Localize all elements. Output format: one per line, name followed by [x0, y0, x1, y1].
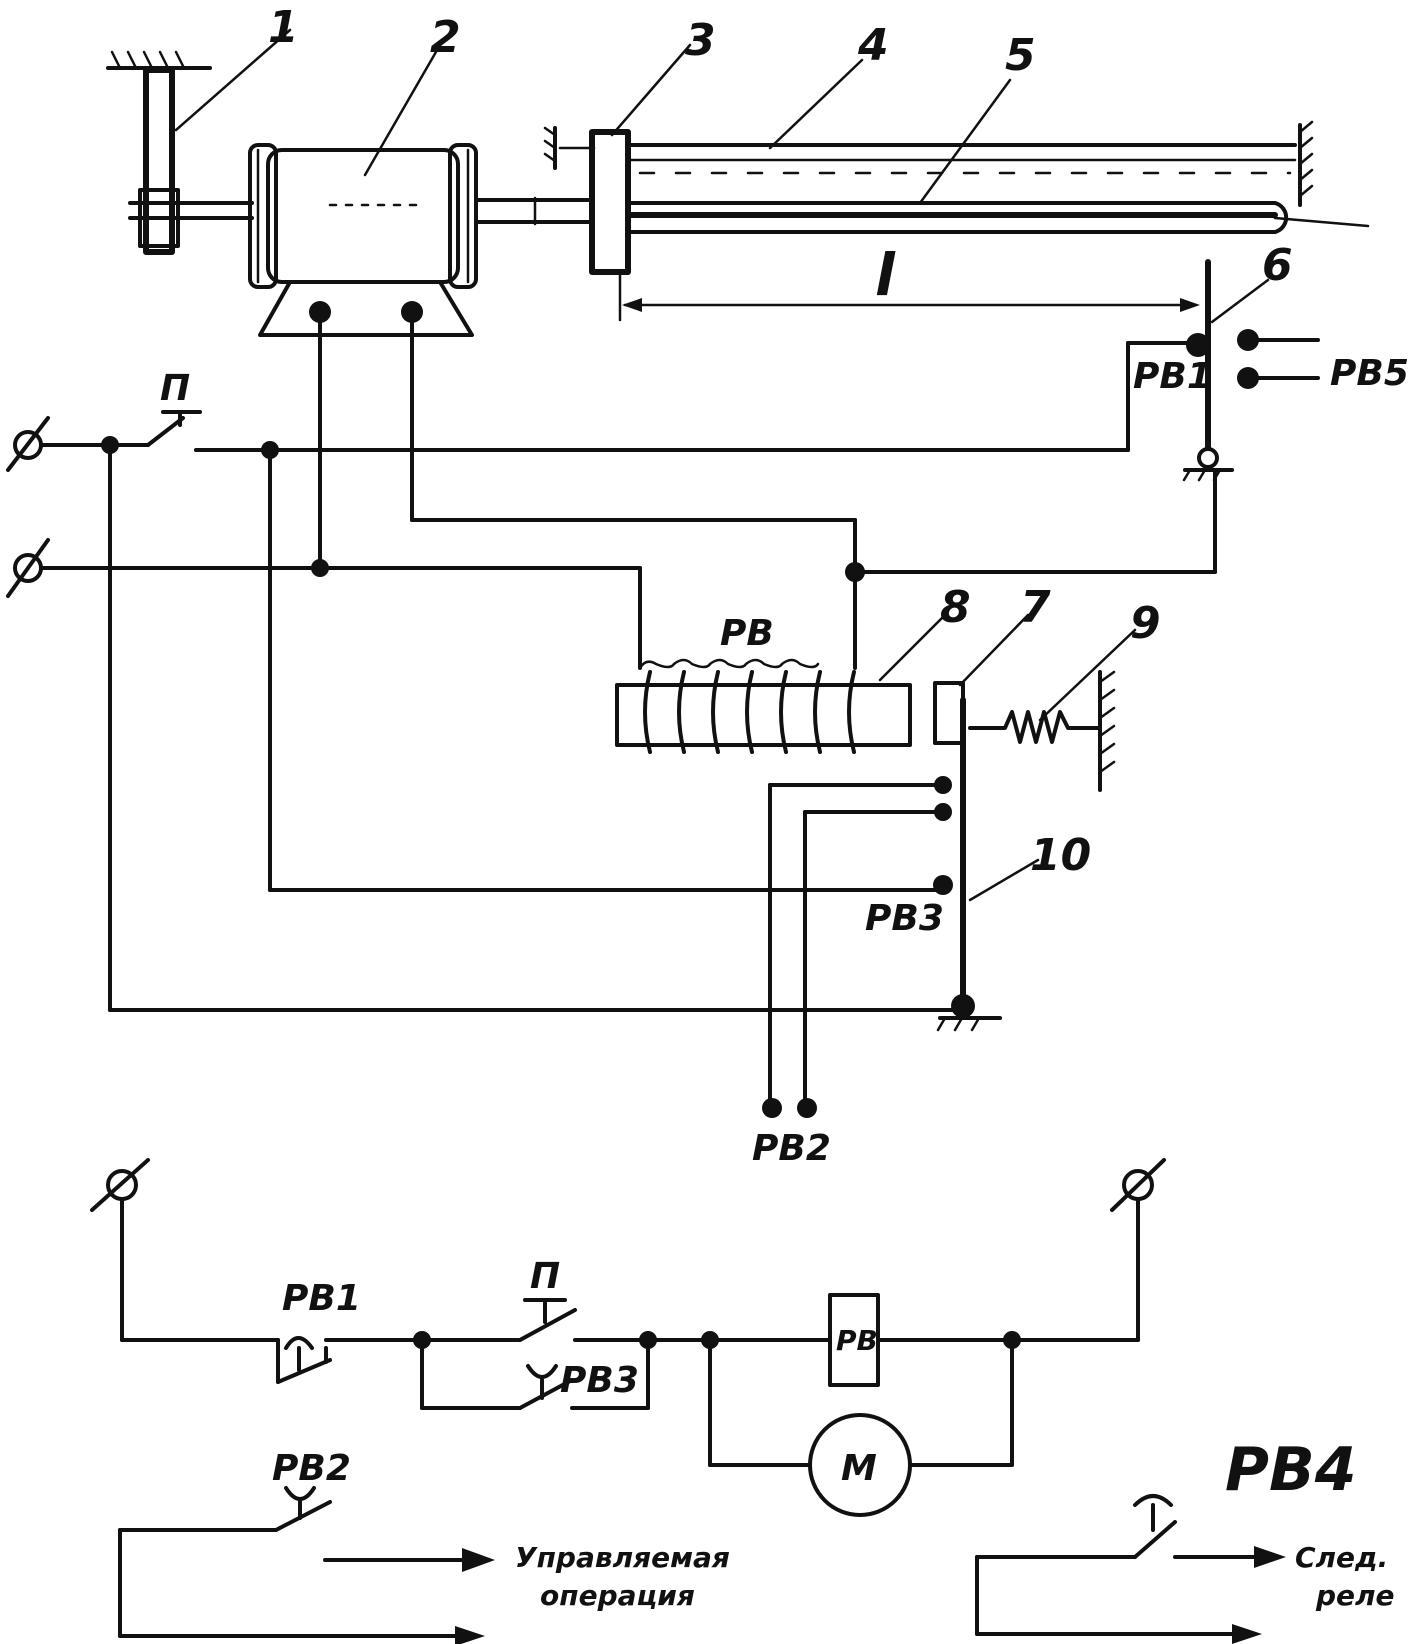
label-switch-p-bottom: П [530, 1256, 560, 1297]
label-part-10: 10 [1030, 830, 1091, 881]
switch-p-lower [518, 1298, 577, 1342]
caption-next-1: След. [1295, 1541, 1388, 1574]
label-rv2-top: РВ2 [752, 1128, 831, 1169]
label-part-4: 4 [857, 20, 889, 71]
label-part-2: 2 [430, 12, 461, 63]
label-rv3-bottom: РВ3 [560, 1360, 639, 1401]
rv2-leads [762, 783, 936, 1118]
length-dimension [618, 273, 1200, 322]
caption-next-2: реле [1315, 1579, 1395, 1612]
label-rv3-top: РВ3 [865, 898, 944, 939]
label-relay-coil: РВ [720, 613, 774, 654]
label-part-9: 9 [1130, 598, 1161, 649]
label-rv1-bottom: РВ1 [282, 1278, 361, 1319]
wall-bracket-part-1 [106, 28, 292, 255]
label-part-3: 3 [685, 15, 716, 66]
relay-box [828, 1293, 880, 1387]
label-switch-p-top: П [160, 368, 190, 409]
contact-rv1-lower [276, 1336, 332, 1384]
contact-lever-part-10 [933, 697, 1040, 1032]
tube-part-4 [626, 58, 1314, 207]
motor-body-part-2 [248, 43, 478, 337]
label-part-8: 8 [940, 582, 971, 633]
label-length: l [875, 241, 896, 309]
switch-p-upper [146, 410, 202, 447]
lower-circuit [90, 1158, 1286, 1644]
mechanical-assembly [106, 28, 1370, 482]
label-rv2-bottom: РВ2 [272, 1448, 351, 1489]
motor-symbol [808, 1413, 912, 1517]
labels: 1 2 3 4 5 6 7 8 9 10 l РВ1 РВ5 П РВ РВ3 … [160, 2, 1409, 1612]
label-rv4: РВ4 [1225, 1435, 1356, 1505]
contact-rv4-lower [975, 1494, 1286, 1644]
contact-rv3-lower [420, 1338, 650, 1410]
relay-coil-part-8 [615, 613, 947, 754]
upper-circuit [6, 310, 1217, 1118]
label-motor: М [841, 1448, 877, 1489]
caption-controlled-1: Управляемая [515, 1541, 730, 1574]
rod-part-5 [625, 78, 1370, 234]
flange-part-3 [543, 43, 692, 275]
contact-rv2-lower [118, 1486, 495, 1644]
label-part-1: 1 [268, 2, 299, 53]
label-rv1-top: РВ1 [1133, 356, 1212, 397]
label-part-5: 5 [1005, 30, 1036, 81]
label-rv5: РВ5 [1330, 353, 1409, 394]
spring-part-9 [968, 628, 1137, 792]
label-relay-box: РВ [836, 1324, 878, 1357]
caption-controlled-2: операция [540, 1579, 695, 1612]
label-part-6: 6 [1262, 240, 1293, 291]
label-part-7: 7 [1020, 582, 1051, 633]
